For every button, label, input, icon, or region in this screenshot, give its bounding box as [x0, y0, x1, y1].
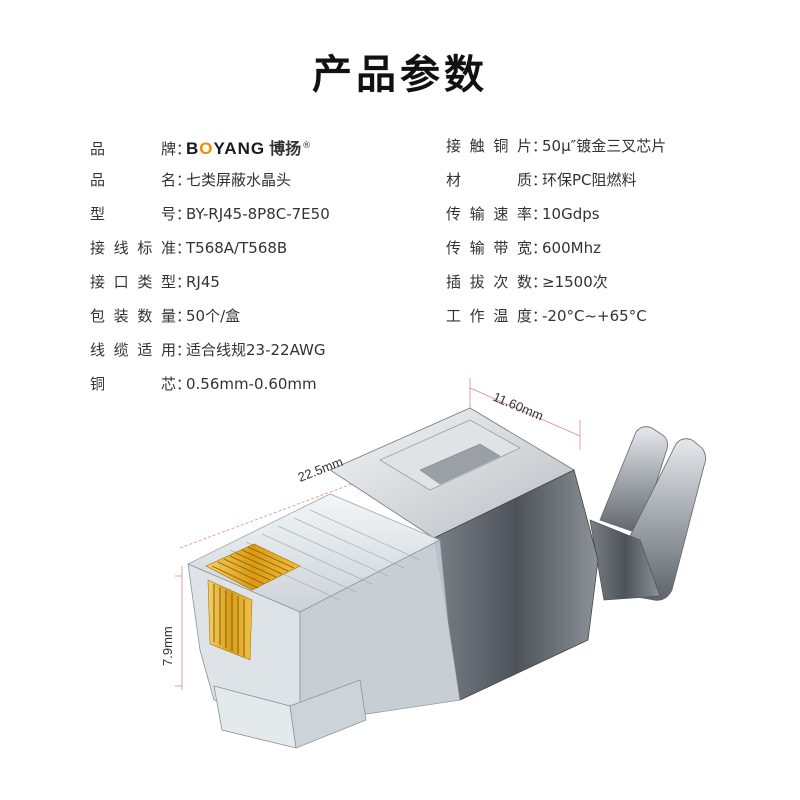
spec-bandwidth: 传输带宽：600Mhz: [446, 239, 601, 257]
registered-mark: ®: [302, 141, 312, 151]
spec-interface-type: 接口类型：RJ45: [90, 273, 220, 291]
spec-product-name: 品名：七类屏蔽水晶头: [90, 171, 292, 189]
spec-insertion-cycles: 插拔次数：≥1500次: [446, 273, 608, 291]
rj45-connector-illustration: 22.5mm 11.60mm 7.9mm: [160, 378, 706, 749]
spec-transfer-rate: 传输速率：10Gdps: [446, 205, 600, 223]
spec-material: 材质：环保PC阻燃料: [446, 171, 637, 189]
brand-logo: BOYANG: [186, 139, 266, 158]
spec-operating-temp: 工作温度：-20°C~+65°C: [446, 307, 647, 325]
height-dimension-label: 7.9mm: [160, 626, 175, 666]
spec-copper-core: 铜芯：0.56mm-0.60mm: [90, 375, 317, 393]
length-dimension-label: 22.5mm: [296, 454, 345, 485]
spec-label: 品牌: [90, 140, 176, 158]
width-dimension-label: 11.60mm: [491, 389, 546, 424]
page-title: 产品参数: [312, 52, 488, 98]
brand-cn-name: 博扬: [269, 139, 302, 158]
spec-wiring-standard: 接线标准：T568A/T568B: [90, 239, 288, 257]
spec-model: 型号：BY-RJ45-8P8C-7E50: [90, 205, 330, 223]
spec-cable-fit: 线缆适用：适合线规23-22AWG: [90, 341, 326, 359]
gold-contacts: [205, 543, 301, 661]
metal-shield: [329, 407, 599, 701]
spec-contact-plate: 接触铜片：50μ″镀金三叉芯片: [446, 137, 667, 155]
rear-latch-fingers: [589, 426, 706, 601]
spec-package-qty: 包装数量：50个/盒: [90, 307, 241, 325]
